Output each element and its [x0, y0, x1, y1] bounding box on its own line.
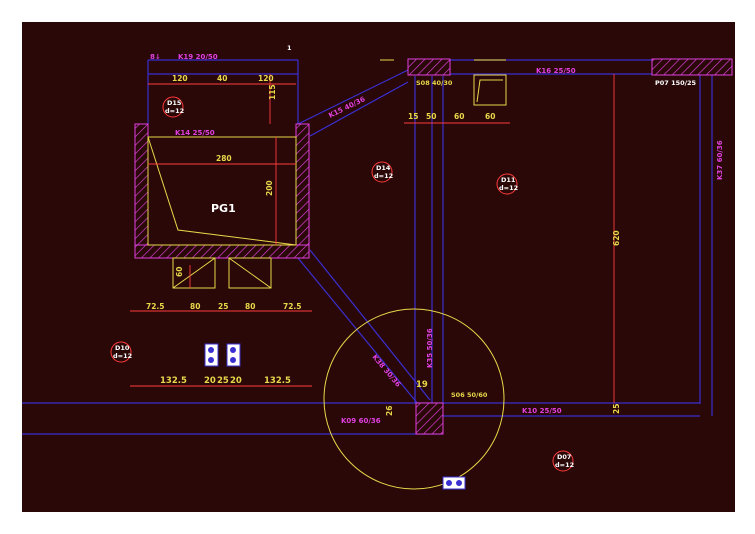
- slab-d07-thk: d=12: [555, 461, 574, 469]
- label-p07: P07 150/25: [655, 79, 697, 87]
- slab-marker-d15: [162, 96, 184, 118]
- column-s06: [415, 402, 444, 435]
- dim-row2-e: 132.5: [264, 376, 291, 386]
- label-k09: K09 60/36: [341, 417, 381, 425]
- dim-v-620: 620: [612, 230, 621, 246]
- slab-d14-thk: d=12: [374, 172, 393, 180]
- dim-row1-e: 72.5: [283, 302, 302, 311]
- pit-wall-left: [134, 123, 149, 258]
- dim-s08-60b: 60: [485, 112, 495, 121]
- dim-row2-c: 25: [217, 376, 229, 386]
- slab-marker-d07: [552, 450, 574, 472]
- dim-s08-50: 50: [426, 112, 436, 121]
- wall-p07: [651, 58, 733, 76]
- dim-s08-60a: 60: [454, 112, 464, 121]
- column-s08: [407, 58, 451, 76]
- dim-v-25-right: 25: [612, 404, 621, 414]
- circular-opening: [323, 308, 505, 490]
- slab-d15-thk: d=12: [165, 107, 184, 115]
- dim-row2-b: 20: [204, 376, 216, 386]
- pit-wall-bottom: [134, 244, 310, 259]
- slab-marker-d10: [110, 341, 132, 363]
- dim-v-115: 115: [268, 84, 277, 100]
- pit-wall-right: [295, 123, 310, 258]
- dimension-lines: [130, 74, 615, 403]
- dim-top-120-right: 120: [258, 74, 274, 83]
- label-k16: K16 25/50: [536, 67, 576, 75]
- slab-d14-name: D14: [376, 164, 391, 172]
- slab-d07-name: D07: [557, 453, 571, 461]
- dim-row2-d: 20: [230, 376, 242, 386]
- slab-d15-name: D15: [167, 99, 182, 107]
- label-s08: S08 40/30: [416, 79, 453, 87]
- dim-row1-c: 25: [218, 302, 228, 311]
- beam-lines: [22, 59, 713, 435]
- symbol-boxes: [204, 343, 466, 490]
- label-k35: K35 50/36: [426, 328, 434, 368]
- dim-top-40: 40: [217, 74, 227, 83]
- label-s06: S06 50/60: [451, 391, 488, 399]
- drawing-background: [22, 22, 735, 512]
- label-k19: K19 20/50: [178, 53, 218, 61]
- dim-v-200: 200: [265, 180, 274, 196]
- dim-row1-d: 80: [245, 302, 255, 311]
- slab-marker-d11: [496, 173, 518, 195]
- slab-d10-thk: d=12: [113, 352, 132, 360]
- dim-row1-a: 72.5: [146, 302, 165, 311]
- slab-d11-thk: d=12: [499, 184, 518, 192]
- dim-top-120-left: 120: [172, 74, 188, 83]
- label-top-small-right: 1: [287, 44, 292, 52]
- slab-d11-name: D11: [501, 176, 516, 184]
- slab-marker-d14: [371, 161, 393, 183]
- dim-v-60-small: 60: [175, 267, 184, 277]
- label-pg1: PG1: [211, 202, 236, 215]
- dim-row1-b: 80: [190, 302, 200, 311]
- slab-d10-name: D10: [115, 344, 130, 352]
- label-k37: K37 60/36: [716, 140, 724, 180]
- slab-markers: [110, 96, 574, 472]
- label-top-small-left: 8↓: [150, 53, 161, 61]
- dim-v-26: 26: [385, 406, 394, 416]
- label-k14: K14 25/50: [175, 129, 215, 137]
- dim-w-280: 280: [216, 154, 232, 163]
- dim-row2-a: 132.5: [160, 376, 187, 386]
- dim-v-19: 19: [416, 380, 428, 390]
- yellow-outlines: [147, 59, 507, 490]
- dim-s08-15: 15: [408, 112, 418, 121]
- label-k10: K10 25/50: [522, 407, 562, 415]
